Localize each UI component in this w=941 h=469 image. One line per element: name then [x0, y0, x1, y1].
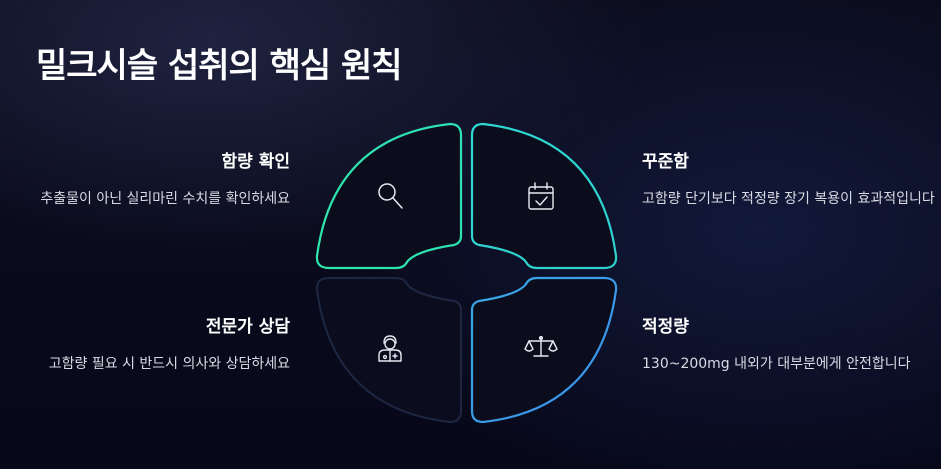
principle-description: 추출물이 아닌 실리마린 수치를 확인하세요	[40, 191, 290, 207]
principle-consistency: 꾸준함 고함량 단기보다 적정량 장기 복용이 효과적입니다	[642, 147, 941, 213]
principle-description: 고함량 단기보다 적정량 장기 복용이 효과적입니다	[642, 191, 935, 207]
segment-outline	[470, 276, 618, 424]
principle-description: 130~200mg 내외가 대부분에게 안전합니다	[642, 356, 911, 372]
calendar-check-icon	[528, 182, 554, 210]
segment-outline	[470, 122, 618, 270]
quadrant-segment-bottom-left	[315, 277, 462, 424]
principle-description: 고함량 필요 시 반드시 의사와 상담하세요	[48, 356, 290, 372]
balance-scale-icon	[524, 335, 558, 357]
quadrant-segment-top-left	[315, 122, 463, 270]
magnifier-icon	[378, 183, 403, 209]
page-title: 밀크시슬 섭취의 핵심 원칙	[36, 46, 403, 86]
quadrant-segment-bottom-right	[470, 276, 618, 424]
doctor-icon	[378, 335, 402, 362]
principle-heading: 함량 확인	[221, 152, 290, 172]
principle-proper-dose: 적정량 130~200mg 내외가 대부분에게 안전합니다	[642, 312, 941, 378]
principle-heading: 꾸준함	[642, 152, 689, 172]
principle-content-check: 함량 확인 추출물이 아닌 실리마린 수치를 확인하세요	[0, 147, 290, 213]
principle-heading: 전문가 상담	[205, 317, 290, 337]
quadrant-segment-top-right	[470, 122, 618, 270]
principle-heading: 적정량	[642, 317, 689, 337]
principle-expert-consult: 전문가 상담 고함량 필요 시 반드시 의사와 상담하세요	[0, 312, 290, 378]
segment-outline	[315, 122, 463, 270]
